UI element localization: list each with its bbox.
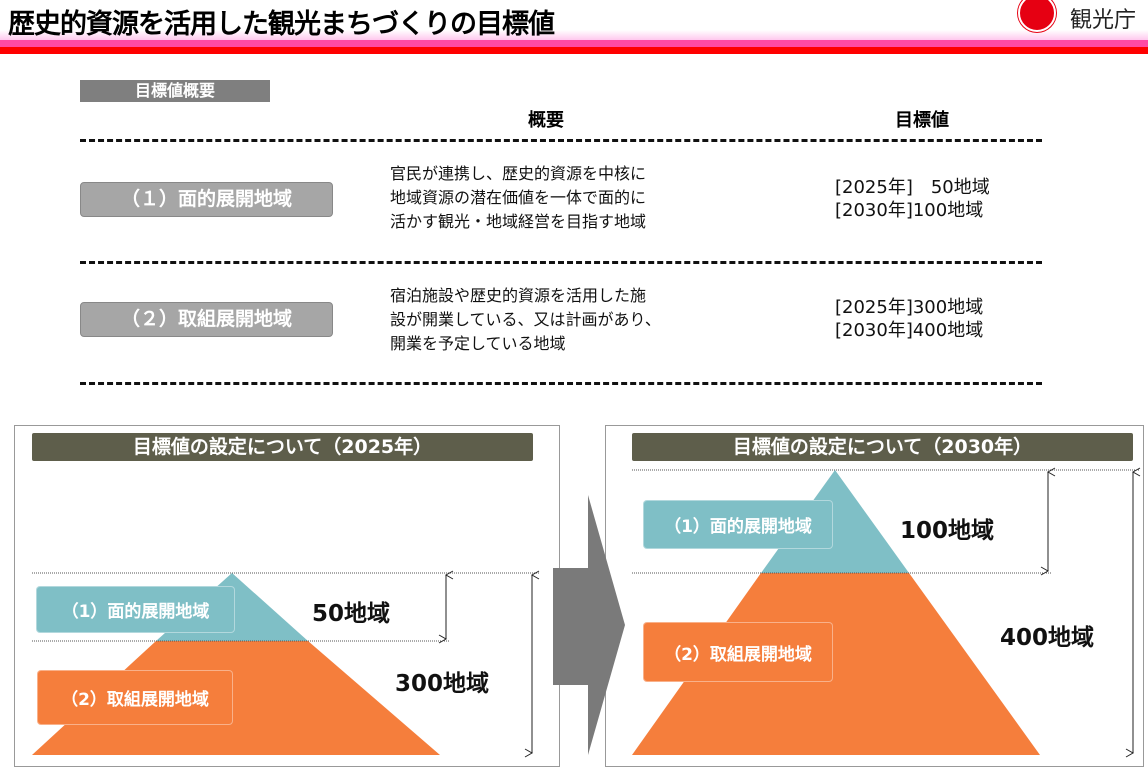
pyramid-area2-2025 — [32, 641, 440, 755]
row-label-area2: （２）取組展開地域 — [80, 302, 333, 337]
area2-label-2030: （2）取組展開地域 — [643, 622, 833, 682]
desc-line: 設が開業している、又は計画があり、 — [390, 310, 661, 329]
header-band-light — [0, 30, 1148, 40]
row-description-area1: 官民が連携し、歴史的資源を中核に 地域資源の潜在価値を一体で面的に 活かす観光・… — [390, 162, 646, 234]
desc-line: 地域資源の潜在価値を一体で面的に — [390, 188, 647, 207]
area1-value-2025: 50地域 — [312, 601, 391, 627]
row-target-area2: [2025年]300地域 [2030年]400地域 — [835, 296, 983, 342]
target-line: [2030年]100地域 — [835, 200, 984, 221]
desc-line: 活かす観光・地域経営を目指す地域 — [390, 212, 647, 231]
area1-label-2030: （1）面的展開地域 — [643, 500, 833, 549]
target-line: [2025年] 50地域 — [835, 177, 990, 198]
row-target-area1: [2025年] 50地域 [2030年]100地域 — [835, 176, 990, 222]
transition-arrow-icon — [553, 495, 625, 755]
area2-value-2025: 300地域 — [395, 671, 490, 697]
panel-title-2030: 目標値の設定について（2030年） — [632, 433, 1133, 461]
desc-line: 宿泊施設や歴史的資源を活用した施 — [390, 286, 647, 305]
row-description-area2: 宿泊施設や歴史的資源を活用した施 設が開業している、又は計画があり、 開業を予定… — [390, 284, 661, 356]
divider — [80, 139, 1042, 142]
section-label: 目標値概要 — [80, 80, 270, 102]
row-label-area1: （１）面的展開地域 — [80, 182, 333, 217]
desc-line: 開業を予定している地域 — [390, 334, 566, 353]
area2-label-2025: （2）取組展開地域 — [37, 670, 233, 725]
desc-line: 官民が連携し、歴史的資源を中核に — [390, 164, 647, 183]
column-header-overview: 概要 — [528, 110, 564, 131]
target-line: [2025年]300地域 — [835, 297, 984, 318]
column-header-target: 目標値 — [895, 110, 949, 131]
divider — [80, 261, 1042, 264]
pyramid-area2-2030 — [632, 573, 1040, 755]
header-band-red — [0, 47, 1148, 54]
target-line: [2030年]400地域 — [835, 320, 984, 341]
divider — [80, 382, 1042, 385]
agency-logo-icon — [1018, 0, 1056, 32]
area1-value-2030: 100地域 — [900, 518, 995, 544]
panel-title-2025: 目標値の設定について（2025年） — [32, 433, 533, 461]
area1-label-2025: （1）面的展開地域 — [36, 586, 235, 633]
page-title: 歴史的資源を活用した観光まちづくりの目標値 — [8, 9, 555, 40]
area2-value-2030: 400地域 — [1000, 625, 1095, 651]
agency-logo-text: 観光庁 — [1070, 8, 1137, 33]
header-band-pink — [0, 40, 1148, 47]
